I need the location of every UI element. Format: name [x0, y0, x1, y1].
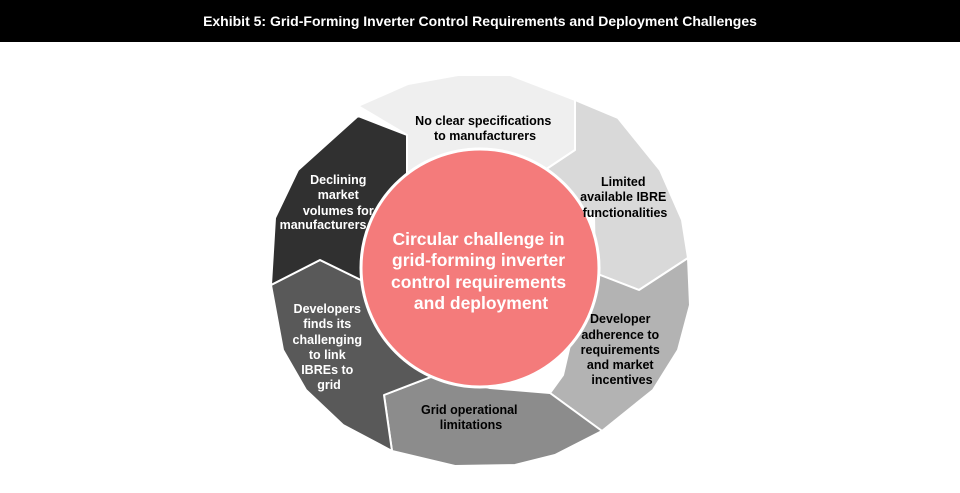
- segment-label-line: Limited: [601, 175, 645, 189]
- segment-label-grid-limitations: Grid operational limitations: [421, 403, 521, 432]
- center-label-line: grid-forming inverter: [392, 250, 565, 270]
- segment-label-line: IBREs to: [301, 363, 353, 377]
- segment-label-line: market: [318, 188, 360, 202]
- segment-label-declining-volumes: Declining market volumes for manufacture…: [280, 173, 378, 232]
- center-label-line: control requirements: [391, 272, 566, 292]
- segment-label-line: finds its: [303, 317, 351, 331]
- center-label-line: and deployment: [414, 293, 548, 313]
- center-label: Circular challenge in grid-forming inver…: [391, 229, 571, 313]
- segment-label-specifications: No clear specifications to manufacturers: [415, 114, 555, 143]
- segment-label-line: challenging: [293, 333, 362, 347]
- segment-label-functionalities: Limited available IBRE functionalities: [580, 175, 670, 220]
- exhibit-title: Exhibit 5: Grid-Forming Inverter Control…: [0, 0, 960, 42]
- segment-label-line: manufacturers: [280, 218, 367, 232]
- segment-label-line: No clear specifications: [415, 114, 551, 128]
- segment-label-line: limitations: [440, 418, 503, 432]
- segment-label-line: to manufacturers: [434, 129, 536, 143]
- segment-label-line: to link: [309, 348, 346, 362]
- segment-label-line: functionalities: [583, 206, 668, 220]
- segment-label-line: Declining: [310, 173, 366, 187]
- center-circle: [359, 147, 601, 389]
- segment-label-line: and market: [587, 358, 655, 372]
- segment-label-line: Grid operational: [421, 403, 518, 417]
- segment-shape-declining-volumes: [270, 115, 408, 286]
- segment-label-line: adherence to: [581, 328, 659, 342]
- segment-label-line: available IBRE: [580, 190, 666, 204]
- segment-label-line: incentives: [591, 373, 652, 387]
- segment-label-developers-link: Developers finds its challenging to link…: [293, 302, 366, 392]
- segment-label-line: Developers: [294, 302, 361, 316]
- segment-label-line: Developer: [590, 312, 651, 326]
- segment-label-line: volumes for: [303, 204, 374, 218]
- segment-label-line: grid: [317, 378, 341, 392]
- segment-label-developer-adherence: Developer adherence to requirements and …: [581, 312, 664, 387]
- center-label-line: Circular challenge in: [392, 229, 564, 249]
- segment-label-line: requirements: [581, 343, 660, 357]
